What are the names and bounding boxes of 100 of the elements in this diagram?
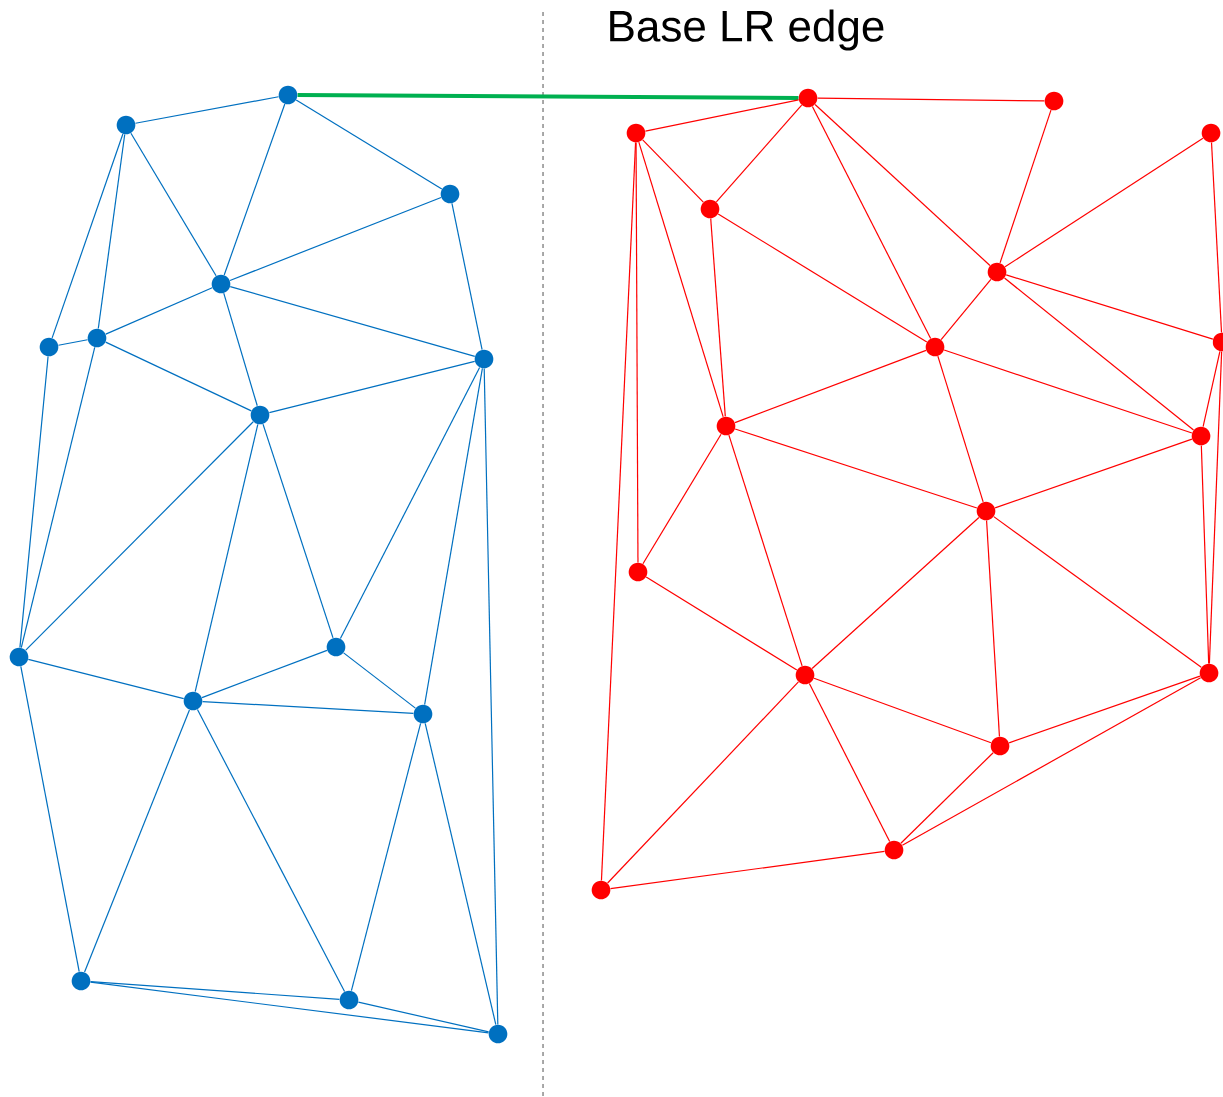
graph-edge xyxy=(229,286,476,357)
graph-edge xyxy=(734,349,927,424)
graph-edge xyxy=(717,213,928,343)
graph-edge xyxy=(811,105,932,340)
graph-edge xyxy=(638,141,724,418)
graph-edge xyxy=(715,104,803,203)
graph-edge xyxy=(642,139,704,203)
graph-edge xyxy=(20,346,96,649)
graph-vertex xyxy=(716,416,736,436)
graph-vertex xyxy=(1212,332,1223,352)
graph-vertex xyxy=(71,971,91,991)
graph-vertex xyxy=(1191,426,1211,446)
graph-edge xyxy=(937,355,984,503)
graph-edge xyxy=(940,278,992,341)
graph-edge xyxy=(130,132,217,277)
graph-vertex xyxy=(278,85,298,105)
graph-edge xyxy=(993,516,1202,668)
graph-edge xyxy=(20,665,80,973)
graph-edge xyxy=(223,103,286,276)
graph-edge xyxy=(607,681,799,884)
graph-vertex xyxy=(326,637,346,657)
graph-vertex xyxy=(87,328,107,348)
graph-edge xyxy=(424,367,483,706)
graph-vertex xyxy=(211,274,231,294)
graph-edge xyxy=(357,1001,490,1033)
graph-vertex xyxy=(474,349,494,369)
graph-edge xyxy=(483,368,499,1025)
graph-edge xyxy=(1210,142,1223,333)
graph-edge xyxy=(986,520,1001,737)
graph-vertex xyxy=(413,704,433,724)
graph-edge xyxy=(295,99,443,190)
graph-edge xyxy=(57,339,89,346)
graph-edge xyxy=(1003,277,1195,431)
graph-vertex xyxy=(39,337,59,357)
graph-edge xyxy=(645,576,798,671)
graph-vertex xyxy=(990,736,1010,756)
graph-edge xyxy=(1005,274,1214,340)
graph-edge xyxy=(268,360,476,414)
graph-vertex xyxy=(1199,663,1219,683)
graph-edge xyxy=(609,850,886,890)
graph-vertex xyxy=(798,88,818,108)
graph-edge xyxy=(994,438,1193,509)
graph-edge xyxy=(19,355,49,649)
graph-edge xyxy=(813,677,992,744)
graph-edge xyxy=(451,202,483,351)
graph-edge xyxy=(900,752,994,844)
graph-edge xyxy=(710,217,726,418)
graph-vertex xyxy=(1201,123,1221,143)
graph-vertex xyxy=(795,665,815,685)
graph-edge xyxy=(262,423,334,639)
graph-edge xyxy=(297,93,799,100)
graph-edge xyxy=(105,341,252,412)
graph-edge xyxy=(999,109,1052,264)
graph-edge xyxy=(343,652,416,709)
graph-edge xyxy=(811,516,980,670)
graph-edge xyxy=(196,708,346,993)
graph-edge xyxy=(1008,675,1201,744)
graph-edge xyxy=(600,142,637,881)
graph-vertex xyxy=(925,337,945,357)
title: Base LR edge xyxy=(610,9,884,51)
graph-edge xyxy=(644,99,800,132)
graph-vertex xyxy=(440,184,460,204)
graph-vertex xyxy=(116,115,136,135)
graph-edge xyxy=(814,103,991,267)
graph-vertex xyxy=(488,1024,508,1044)
graph-vertex xyxy=(1044,91,1064,111)
graph-edge xyxy=(89,981,490,1034)
graph-edge xyxy=(642,433,722,565)
graph-edge xyxy=(808,682,891,843)
graph-vertex xyxy=(884,840,904,860)
graph-edge xyxy=(83,709,191,973)
graph-edge xyxy=(728,434,803,667)
graph-edge xyxy=(901,677,1202,846)
graph-edge xyxy=(194,423,259,693)
graph-edge xyxy=(817,97,1045,102)
graph-vertex xyxy=(628,562,648,582)
graph-vertex xyxy=(339,990,359,1010)
graph-edge xyxy=(635,142,639,563)
graph-vertex xyxy=(987,262,1007,282)
graph-vertex xyxy=(976,501,996,521)
graph-vertex xyxy=(591,880,611,900)
graph-edge xyxy=(943,349,1193,434)
graph-edge xyxy=(97,133,126,330)
graph-edge xyxy=(734,428,978,509)
graph-edge xyxy=(90,981,341,1000)
graph-edge xyxy=(1004,137,1204,268)
graph-edge xyxy=(229,196,442,282)
graph-vertex xyxy=(626,123,646,143)
graph-vertex xyxy=(183,691,203,711)
graph-edge xyxy=(223,292,258,407)
graph-edge xyxy=(339,366,481,640)
graph-edge xyxy=(25,421,254,651)
graph-edge xyxy=(1200,445,1210,664)
graph-edge xyxy=(1202,350,1221,428)
graph-vertex xyxy=(9,647,29,667)
graph-edge xyxy=(105,287,213,335)
graph-edge xyxy=(202,700,415,715)
graph-edge xyxy=(1208,351,1223,664)
graph-vertex xyxy=(700,199,720,219)
graph-edge xyxy=(27,658,185,700)
